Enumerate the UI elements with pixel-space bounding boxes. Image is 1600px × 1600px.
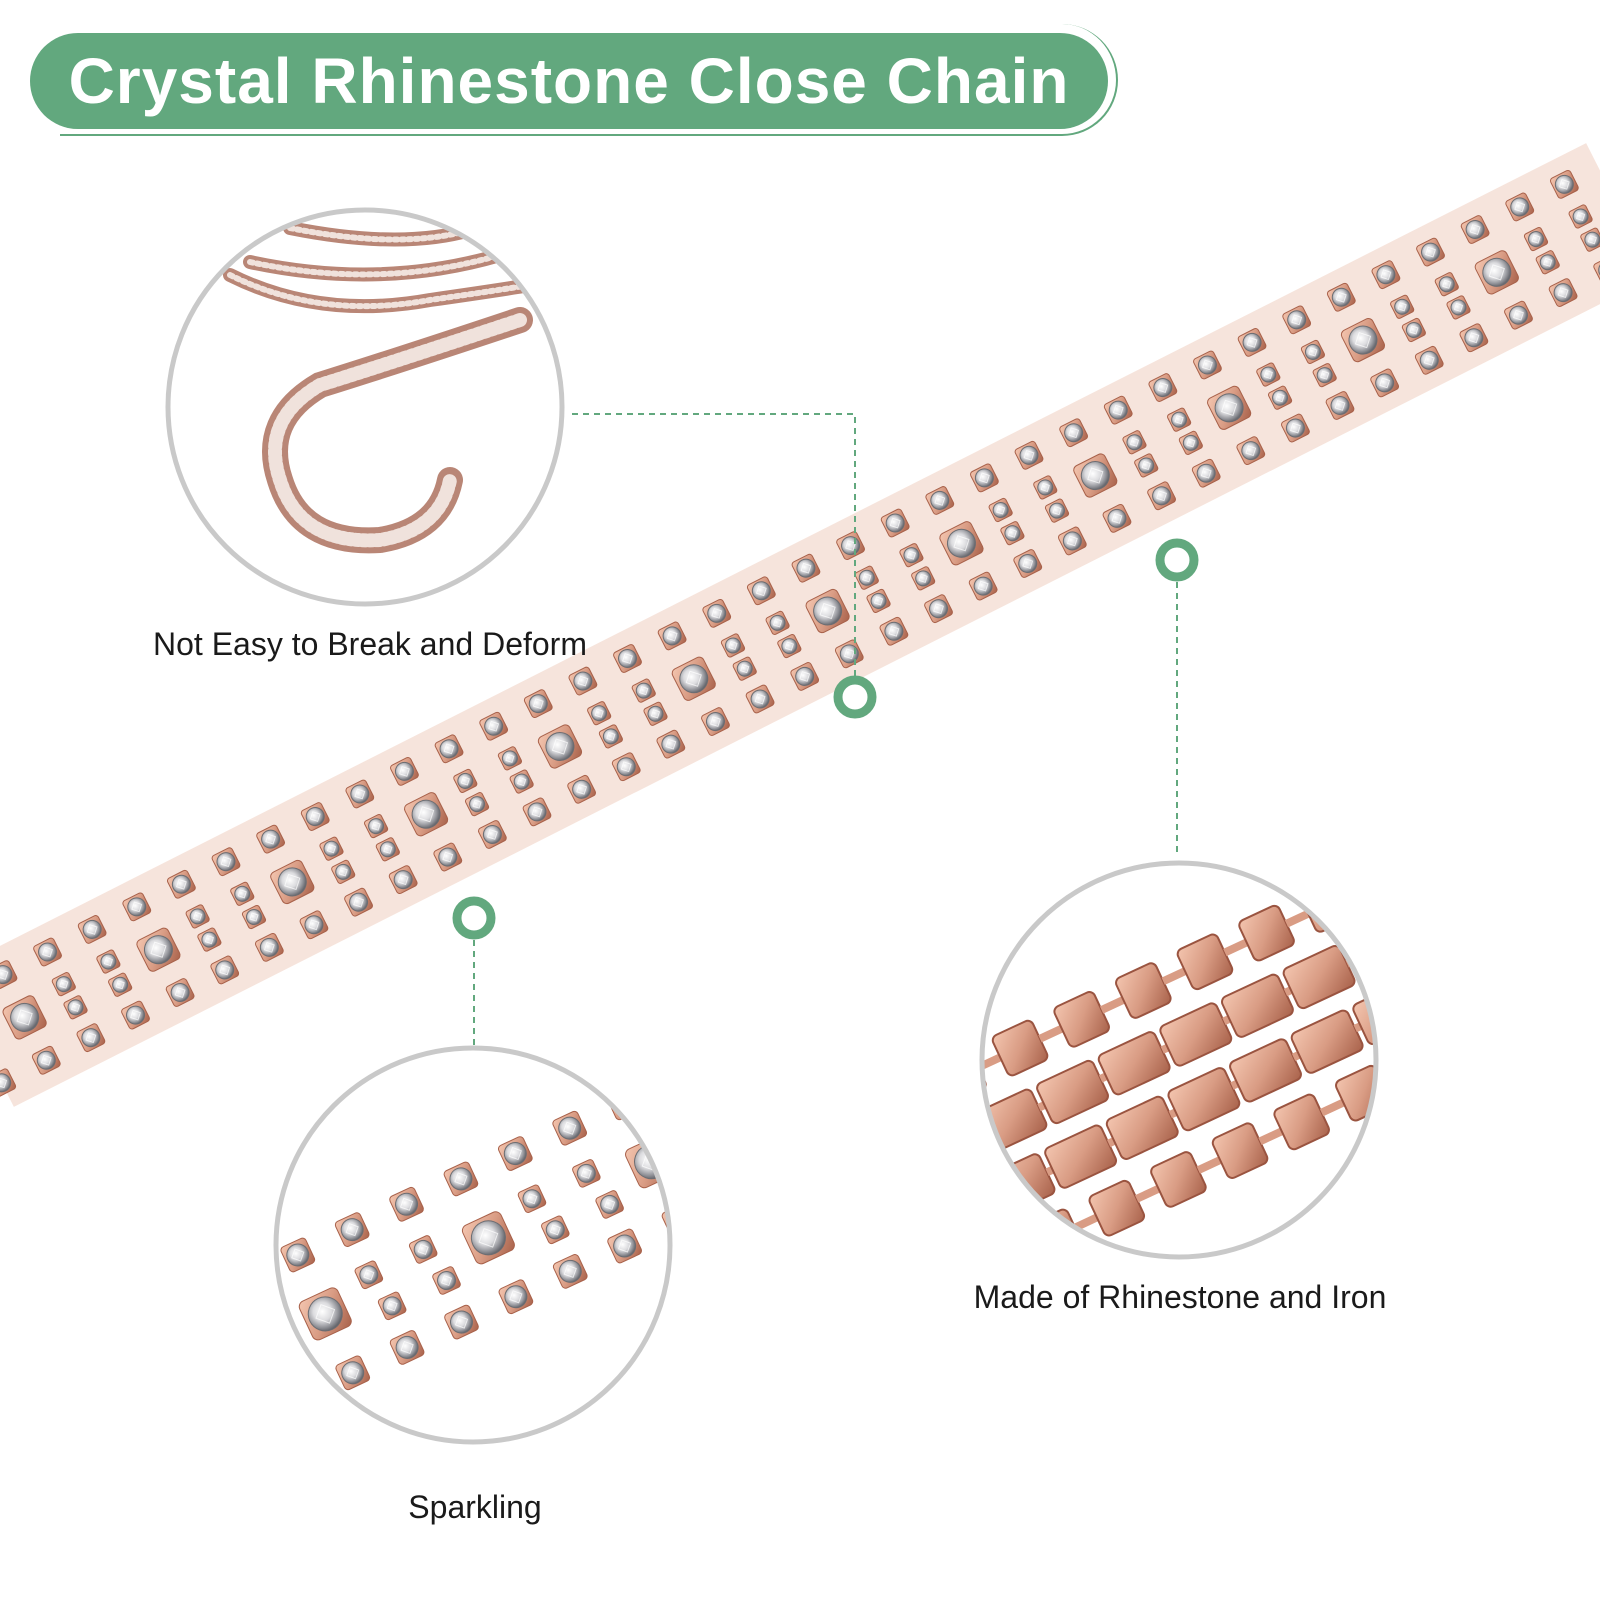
callout-markers <box>452 538 1199 940</box>
detail-circle-durability <box>165 207 565 607</box>
title-banner-outline <box>60 24 1118 136</box>
feature-caption-sparkle: Sparkling <box>408 1489 542 1525</box>
callout-dot-material <box>1155 538 1199 582</box>
detail-circle-sparkle <box>273 1045 673 1445</box>
page-title: Crystal Rhinestone Close Chain <box>68 45 1070 117</box>
callout-line-durability <box>572 413 856 686</box>
detail-circle-material <box>979 860 1379 1260</box>
feature-caption-material: Made of Rhinestone and Iron <box>973 1279 1387 1315</box>
feature-caption-durability: Not Easy to Break and Deform <box>153 626 587 662</box>
rhinestone-chain <box>0 143 1600 1107</box>
callout-lines <box>473 413 1178 1063</box>
title-banner: Crystal Rhinestone Close Chain <box>30 33 1108 129</box>
callout-dot-sparkle <box>452 896 496 940</box>
callout-dot-durability <box>833 675 877 719</box>
